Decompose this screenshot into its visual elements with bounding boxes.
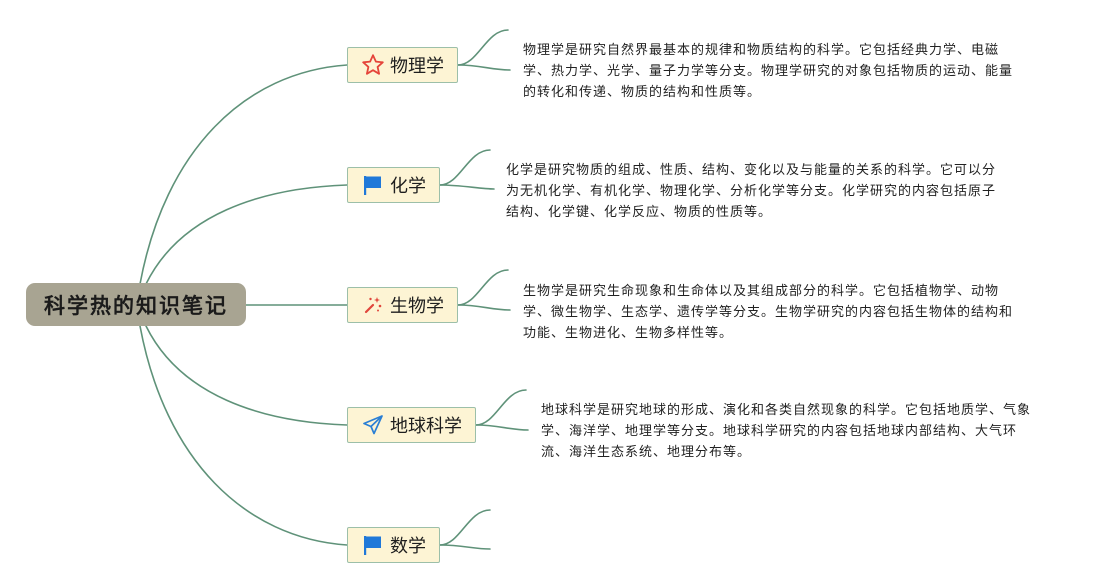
description-line: 生物学是研究生命现象和生命体以及其组成部分的科学。它包括植物学、动物	[523, 284, 1000, 299]
topic-biology-label: 生物学	[390, 296, 444, 317]
sparkle-icon	[361, 293, 385, 317]
topic-biology[interactable]: 生物学	[347, 287, 458, 323]
description-line: 地球科学是研究地球的形成、演化和各类自然现象的科学。它包括地质学、气象	[541, 403, 1032, 418]
topic-math-label: 数学	[390, 536, 426, 557]
topic-earth-science-label: 地球科学	[390, 416, 462, 437]
description-line: 功能、生物进化、生物多样性等。	[523, 326, 734, 341]
connector-earth-lower	[475, 424, 529, 431]
root-topic[interactable]: 科学热的知识笔记	[26, 283, 246, 326]
description-line: 学、热力学、光学、量子力学等分支。物理学研究的对象包括物质的运动、能量	[523, 64, 1014, 79]
connector-root-earth-science	[145, 325, 348, 426]
connector-biology-upper	[457, 269, 509, 306]
subtopic-biology-description[interactable]: 生物学是研究生命现象和生命体以及其组成部分的科学。它包括植物学、动物 学、微生物…	[523, 281, 1013, 344]
root-topic-label: 科学热的知识笔记	[44, 293, 228, 318]
subtopic-earth-science-description[interactable]: 地球科学是研究地球的形成、演化和各类自然现象的科学。它包括地质学、气象 学、海洋…	[541, 400, 1031, 463]
star-icon	[361, 53, 385, 77]
topic-chemistry[interactable]: 化学	[347, 167, 440, 203]
description-line: 物理学是研究自然界最基本的规律和物质结构的科学。它包括经典力学、电磁	[523, 43, 1000, 58]
connector-physics-upper	[457, 29, 509, 66]
subtopic-physics-description[interactable]: 物理学是研究自然界最基本的规律和物质结构的科学。它包括经典力学、电磁 学、热力学…	[523, 40, 1013, 103]
connector-math-lower	[439, 544, 491, 550]
description-line: 流、海洋生态系统、地理分布等。	[541, 445, 752, 460]
description-line: 学、微生物学、生态学、遗传学等分支。生物学研究的内容包括生物体的结构和	[523, 305, 1014, 320]
topic-math[interactable]: 数学	[347, 527, 440, 563]
connector-math-upper	[439, 509, 491, 546]
topic-physics-label: 物理学	[390, 56, 444, 77]
description-line: 化学是研究物质的组成、性质、结构、变化以及与能量的关系的科学。它可以分	[506, 163, 997, 178]
flag-icon	[361, 533, 385, 557]
description-line: 的转化和传递、物质的结构和性质等。	[523, 85, 762, 100]
connector-chemistry-upper	[439, 149, 491, 186]
topic-physics[interactable]: 物理学	[347, 47, 458, 83]
description-line: 学、海洋学、地理学等分支。地球科学研究的内容包括地球内部结构、大气环	[541, 424, 1018, 439]
paper-plane-icon	[361, 413, 385, 437]
subtopic-chemistry-description[interactable]: 化学是研究物质的组成、性质、结构、变化以及与能量的关系的科学。它可以分 为无机化…	[506, 160, 996, 223]
topic-earth-science[interactable]: 地球科学	[347, 407, 476, 443]
connector-root-physics	[139, 64, 348, 285]
connector-chemistry-lower	[439, 184, 495, 190]
connector-biology-lower	[457, 304, 511, 311]
connector-earth-upper	[475, 389, 527, 426]
connector-root-math	[139, 325, 348, 546]
flag-icon	[361, 173, 385, 197]
connector-physics-lower	[457, 64, 511, 71]
description-line: 结构、化学键、化学反应、物质的性质等。	[506, 205, 773, 220]
connector-root-chemistry	[145, 184, 348, 285]
description-line: 为无机化学、有机化学、物理化学、分析化学等分支。化学研究的内容包括原子	[506, 184, 997, 199]
topic-chemistry-label: 化学	[390, 176, 426, 197]
